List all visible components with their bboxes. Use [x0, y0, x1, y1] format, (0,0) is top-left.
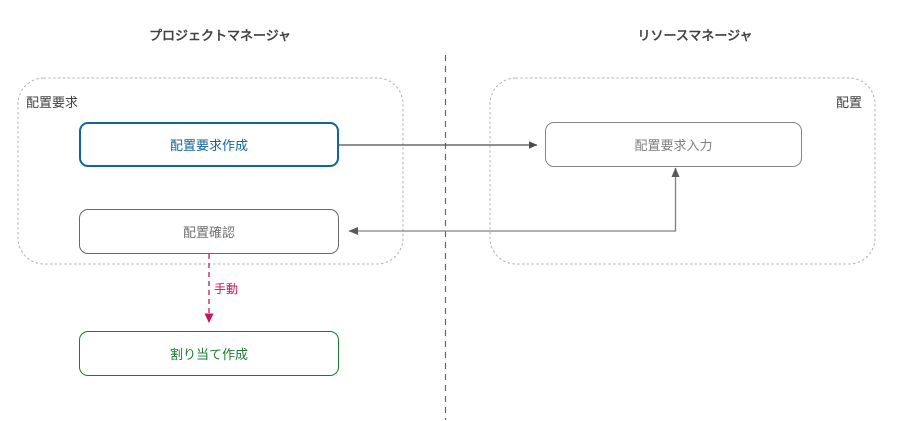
lane-title-project-manager: プロジェクトマネージャ: [148, 28, 292, 43]
node-create-assignment[interactable]: 割り当て作成: [79, 331, 339, 376]
group-placement-request-border: [17, 77, 404, 265]
node-create-placement-request[interactable]: 配置要求作成: [79, 122, 339, 167]
group-label-placement-request: 配置要求: [26, 95, 79, 110]
lane-title-resource-manager: リソースマネージャ: [637, 28, 753, 43]
group-label-placement: 配置: [835, 95, 862, 110]
node-confirm-placement[interactable]: 配置確認: [79, 209, 339, 254]
edge-input-request-to-confirm-placement: [348, 176, 677, 235]
group-placement-border: [489, 77, 876, 265]
node-input-placement-request[interactable]: 配置要求入力: [545, 122, 802, 167]
edge-label-manual: 手動: [214, 282, 239, 296]
